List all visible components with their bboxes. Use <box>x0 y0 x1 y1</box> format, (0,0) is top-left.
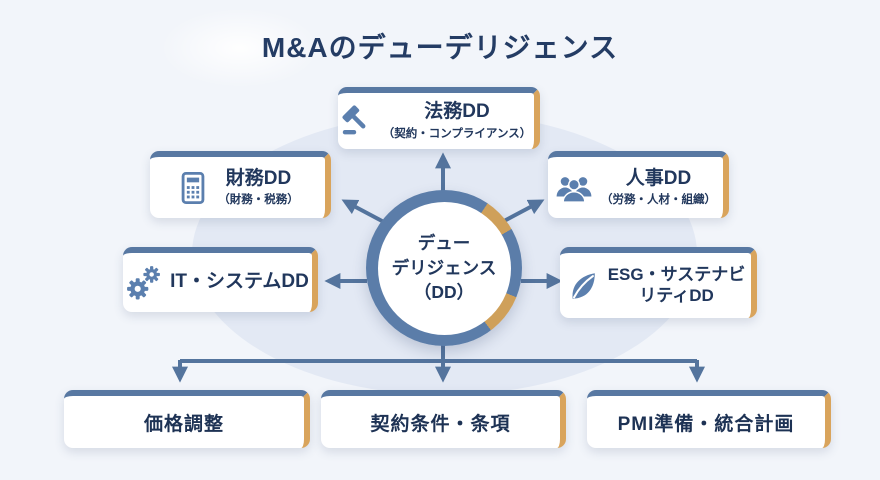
background-glow <box>160 8 320 88</box>
node-legal-title: 法務DD <box>424 101 490 123</box>
outcome-price-adjustment: 価格調整 <box>64 390 310 448</box>
outcome-pmi-label: PMI準備・統合計画 <box>617 413 795 435</box>
center-dd-label: デュー デリジェンス （DD） <box>391 233 497 303</box>
node-finance-dd: 財務DD （財務・税務） <box>150 151 331 218</box>
node-finance-title: 財務DD <box>225 167 292 189</box>
outcome-price-label: 価格調整 <box>143 413 224 435</box>
people-icon <box>555 172 593 204</box>
center-dd-circle: デュー デリジェンス （DD） <box>366 190 522 346</box>
node-esg-dd: ESG・サステナビ リティDD <box>560 247 757 318</box>
outcome-pmi-plan: PMI準備・統合計画 <box>587 390 831 448</box>
calculator-icon <box>176 171 210 205</box>
node-it-title: IT・システムDD <box>170 271 309 293</box>
node-hr-subtitle: （労務・人材・組織） <box>601 194 716 207</box>
outcome-contract-label: 契約条件・条項 <box>370 413 511 435</box>
node-legal-dd: 法務DD （契約・コンプライアンス） <box>338 87 540 149</box>
gavel-icon <box>341 104 375 138</box>
leaf-icon <box>566 269 600 303</box>
node-hr-title: 人事DD <box>625 167 692 189</box>
node-hr-dd: 人事DD （労務・人材・組織） <box>548 151 729 218</box>
node-legal-subtitle: （契約・コンプライアンス） <box>382 127 532 140</box>
gears-icon <box>126 265 162 301</box>
outcome-connector-line <box>180 344 697 363</box>
node-finance-subtitle: （財務・税務） <box>218 194 299 207</box>
outcome-contract-terms: 契約条件・条項 <box>321 390 566 448</box>
node-esg-title: ESG・サステナビ リティDD <box>607 265 746 305</box>
page-title: M&Aのデューデリジェンス <box>261 32 619 63</box>
node-it-dd: IT・システムDD <box>123 247 318 312</box>
